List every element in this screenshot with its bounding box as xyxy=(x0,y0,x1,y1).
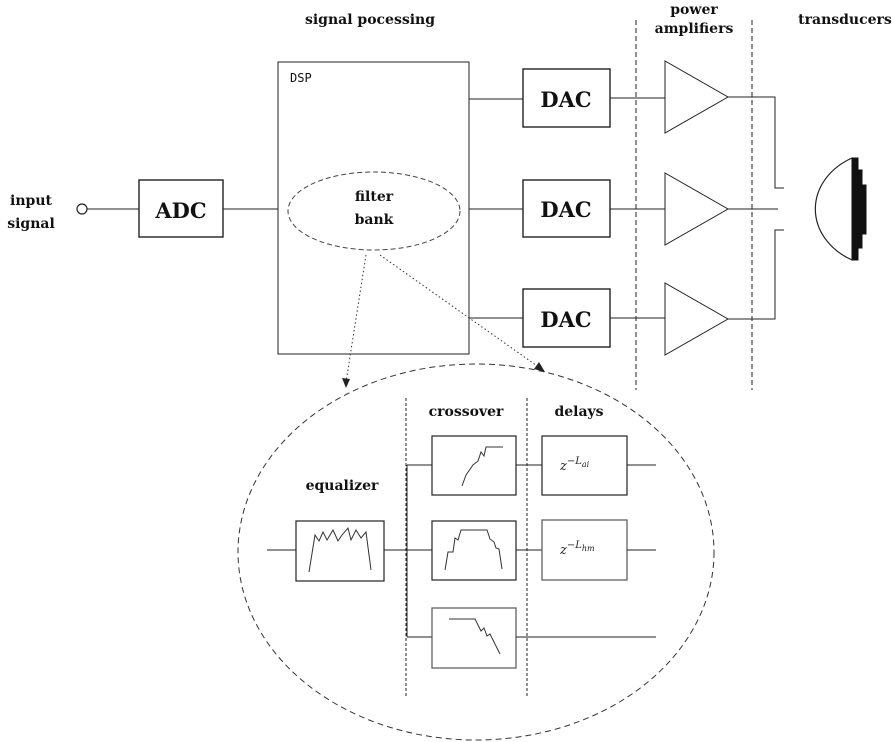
wire-amp-3-to-transducer xyxy=(728,229,784,320)
bandpass-response-icon xyxy=(444,529,503,571)
equalizer-label: equalizer xyxy=(306,478,379,494)
filter-bank-ellipse xyxy=(287,171,461,251)
power-amplifier-3 xyxy=(664,282,730,356)
transducer-speaker-body xyxy=(814,157,853,261)
wire-amp-1-to-transducer xyxy=(728,96,784,189)
input-signal-label-line2: signal xyxy=(7,216,55,232)
delay-block-2 xyxy=(541,519,628,581)
delay-2-exponent: −L xyxy=(567,540,582,551)
dsp-block xyxy=(277,61,470,355)
dac-label-3: DAC xyxy=(540,307,591,332)
dac-label-2: DAC xyxy=(540,197,591,222)
adc-block xyxy=(138,179,224,238)
crossover-highpass-block xyxy=(431,435,517,496)
dac-block-1 xyxy=(522,68,611,128)
delays-label: delays xyxy=(554,404,603,420)
lowpass-response-icon xyxy=(449,618,501,655)
dsp-label: DSP xyxy=(290,71,312,85)
zoom-arrowhead-left xyxy=(342,378,350,388)
dac-block-2 xyxy=(522,179,611,238)
filter-bank-label-line1: filter xyxy=(355,189,394,205)
section-label-transducers: transducers xyxy=(798,12,892,28)
adc-label: ADC xyxy=(154,198,206,223)
zoom-arrow-right xyxy=(379,254,541,369)
equalizer-response-icon xyxy=(308,526,372,573)
delay-2-base: z xyxy=(559,543,567,558)
power-amplifier-2 xyxy=(664,172,730,246)
dac-block-3 xyxy=(522,288,611,348)
delay-1-base: z xyxy=(559,459,567,474)
zoom-arrow-left xyxy=(345,254,367,383)
zoom-arrowhead-right xyxy=(534,362,545,372)
equalizer-block xyxy=(295,520,385,582)
crossover-bandpass-block xyxy=(431,520,517,581)
delay-block-1 xyxy=(541,435,628,496)
section-label-signal-processing: signal pocessing xyxy=(305,12,435,28)
section-label-power-amplifiers-line2: amplifiers xyxy=(655,21,734,37)
delay-2-subscript: hm xyxy=(582,544,595,553)
filter-bank-detail-ellipse xyxy=(237,363,715,741)
filter-bank-label-line2: bank xyxy=(355,212,394,228)
power-amplifier-1 xyxy=(664,60,730,134)
dac-label-1: DAC xyxy=(540,87,591,112)
input-signal-label-line1: input xyxy=(10,193,52,209)
crossover-label: crossover xyxy=(429,404,504,420)
delay-1-exponent: −L xyxy=(567,456,582,467)
delay-1-expression: z−Lai xyxy=(559,456,590,474)
input-terminal xyxy=(76,203,88,215)
transducer-speaker-cone-icon xyxy=(851,157,867,261)
delay-1-subscript: ai xyxy=(582,460,590,469)
delay-2-expression: z−Lhm xyxy=(559,540,595,558)
highpass-response-icon xyxy=(461,446,503,487)
crossover-lowpass-block xyxy=(431,607,517,669)
section-label-power-amplifiers-line1: power xyxy=(670,2,718,18)
